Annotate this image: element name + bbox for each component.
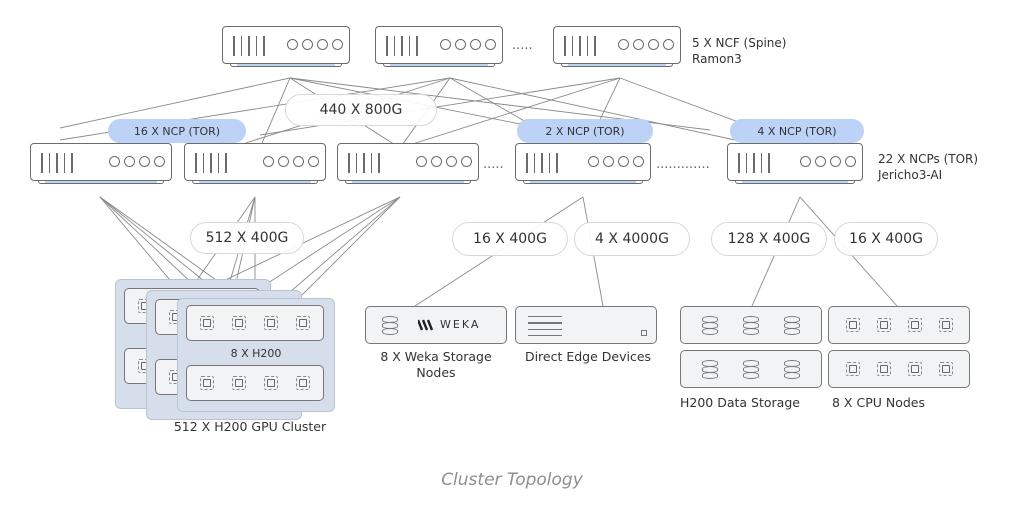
gpu-card-label: 8 X H200 (230, 347, 282, 360)
link (259, 77, 291, 149)
database-icon (784, 316, 801, 335)
tor-ellipsis: ..... (483, 157, 504, 172)
gpu-downlink-label: 512 X 400G (190, 222, 304, 254)
tor-switch (184, 143, 326, 184)
tor-switch (727, 143, 863, 184)
edge-lines-icon (528, 316, 562, 337)
edge-device (515, 306, 657, 344)
cpu-chip-icon (845, 361, 861, 377)
gpu-chip-icon (295, 315, 311, 331)
database-icon (742, 360, 759, 379)
link (244, 196, 401, 299)
cpu-chip-icon (876, 361, 892, 377)
tor-group-3-label: 4 X NCP (TOR) (730, 119, 864, 143)
tor-switch (337, 143, 479, 184)
link (284, 196, 401, 313)
tor-count-label: 22 X NCPs (TOR) (878, 152, 979, 166)
gpu-chip-icon (263, 315, 279, 331)
gpu-chip-icon (263, 375, 279, 391)
storage-node (680, 306, 822, 344)
spine-count-label: 5 X NCF (Spine) (692, 36, 787, 50)
edge-caption: Direct Edge Devices (524, 349, 652, 364)
database-icon (701, 360, 718, 379)
database-icon (382, 316, 398, 335)
edge-downlink-label: 4 X 4000G (574, 222, 690, 256)
status-led-icon (641, 330, 647, 336)
gpu-server-card-front: 8 X H200 (177, 298, 335, 412)
cpu-nodes-caption: 8 X CPU Nodes (832, 395, 925, 410)
cpu-chip-icon (907, 361, 923, 377)
gpu-cluster-caption: 512 X H200 GPU Cluster (173, 419, 327, 434)
cpu-node (828, 306, 970, 344)
link (399, 77, 621, 149)
cpu-chip-icon (845, 317, 861, 333)
tor-switch (30, 143, 172, 184)
weka-caption: 8 X Weka Storage Nodes (380, 349, 492, 380)
data-storage-caption: H200 Data Storage (680, 395, 800, 410)
gpu-chip-icon (231, 375, 247, 391)
database-icon (784, 360, 801, 379)
spine-switch (222, 26, 350, 67)
cpu-node (828, 350, 970, 388)
spine-switch (375, 26, 503, 67)
figure-caption: Cluster Topology (441, 470, 583, 490)
tor-switch (515, 143, 651, 184)
spine-switch (553, 26, 681, 67)
storage-node (680, 350, 822, 388)
cpu-chip-icon (938, 317, 954, 333)
database-icon (742, 316, 759, 335)
link (59, 77, 291, 129)
spine-ellipsis: ..... (512, 38, 533, 53)
spine-layer-label: 5 X NCF (Spine) Ramon3 (692, 35, 786, 67)
tor-layer-label: 22 X NCPs (TOR) Jericho3-AI (878, 151, 978, 183)
gpu-chip-icon (199, 315, 215, 331)
cpu-downlink-label: 16 X 400G (834, 222, 938, 256)
tor-ellipsis-long: ............. (656, 157, 710, 172)
link (274, 196, 401, 306)
spine-tor-link-label: 440 X 800G (285, 94, 437, 126)
cpu-chip-icon (938, 361, 954, 377)
weka-storage-node: WEKA (365, 306, 507, 344)
link (99, 196, 181, 293)
weka-logo-icon (418, 319, 434, 330)
spine-model-label: Ramon3 (692, 52, 742, 66)
gpu-chip-icon (231, 315, 247, 331)
weka-logo: WEKA (418, 318, 480, 331)
gpu-row (186, 365, 324, 401)
tor-model-label: Jericho3-AI (878, 168, 943, 182)
gpu-chip-icon (199, 375, 215, 391)
link (449, 77, 736, 141)
gpu-chip-icon (295, 375, 311, 391)
tor-group-2-label: 2 X NCP (TOR) (517, 119, 653, 143)
database-icon (701, 316, 718, 335)
weka-downlink-label: 16 X 400G (452, 222, 568, 256)
storage-downlink-label: 128 X 400G (711, 222, 827, 256)
cpu-chip-icon (876, 317, 892, 333)
tor-group-1-label: 16 X NCP (TOR) (108, 119, 246, 143)
gpu-row (186, 305, 324, 341)
cpu-chip-icon (907, 317, 923, 333)
